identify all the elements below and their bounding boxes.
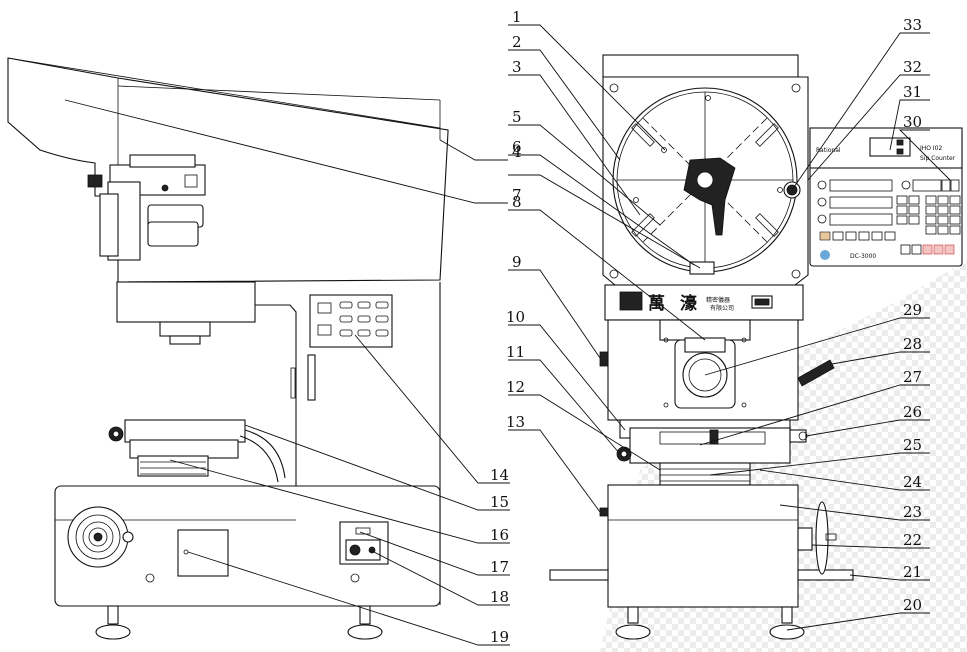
callout-11: 11 <box>506 343 525 361</box>
callout-12: 12 <box>506 378 525 396</box>
callout-14: 14 <box>490 466 509 484</box>
callout-9: 9 <box>512 253 522 271</box>
callout-22: 22 <box>903 531 922 549</box>
callout-31: 31 <box>903 83 922 101</box>
callout-2: 2 <box>512 33 522 51</box>
callout-23: 23 <box>903 503 922 521</box>
callout-21: 21 <box>903 563 922 581</box>
readout-display-sub: Sip Counter <box>920 155 956 162</box>
callout-16: 16 <box>490 526 509 544</box>
callout-17: 17 <box>490 558 509 576</box>
readout-display-code: IHO I02 <box>920 145 942 152</box>
readout-keypad <box>896 195 961 235</box>
nameplate-sub2: 有限公司 <box>710 304 734 312</box>
digital-readout: Rational IHO I02 Sip Counter <box>809 127 963 267</box>
callout-33: 33 <box>903 16 922 34</box>
nameplate-char2: 濠 <box>680 293 697 314</box>
callout-7: 7 <box>512 186 522 204</box>
readout-model: DC-3000 <box>850 253 876 260</box>
readout-brand: Rational <box>816 147 841 154</box>
callout-6: 6 <box>512 138 522 156</box>
callout-18: 18 <box>490 588 509 606</box>
callout-28: 28 <box>903 335 922 353</box>
callout-1: 1 <box>512 8 522 26</box>
callout-13: 13 <box>506 413 525 431</box>
nameplate-sub1: 精密儀器 <box>706 296 730 304</box>
front-view: 萬 濠 精密儀器 有限公司 <box>549 54 854 640</box>
panel-connectors <box>339 301 389 337</box>
callout-5: 5 <box>512 108 522 126</box>
callout-26: 26 <box>903 403 922 421</box>
callout-labels: 1 2 3 4 5 6 7 8 9 10 11 12 13 14 15 16 1… <box>490 8 922 646</box>
side-view <box>7 57 449 640</box>
callout-4: 4 <box>512 143 522 161</box>
callout-3: 3 <box>512 58 522 76</box>
callout-19: 19 <box>490 628 509 646</box>
callout-27: 27 <box>903 368 922 386</box>
callout-25: 25 <box>903 436 922 454</box>
callout-29: 29 <box>903 301 922 319</box>
callout-24: 24 <box>903 473 922 491</box>
nameplate-char1: 萬 <box>648 293 665 314</box>
leader-lines <box>64 24 951 646</box>
callout-30: 30 <box>903 113 922 131</box>
readout-func-keys <box>819 231 955 255</box>
callout-20: 20 <box>903 596 922 614</box>
callout-32: 32 <box>903 58 922 76</box>
callout-10: 10 <box>506 308 525 326</box>
callout-15: 15 <box>490 493 509 511</box>
readout-logo-icon <box>820 250 830 260</box>
callout-8: 8 <box>512 193 522 211</box>
